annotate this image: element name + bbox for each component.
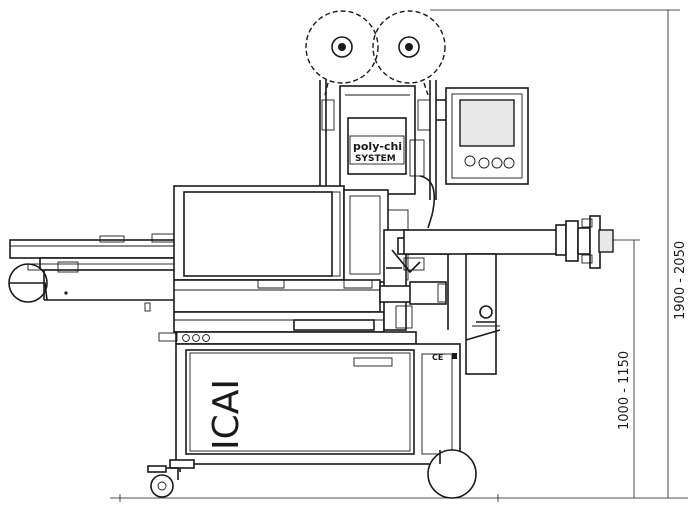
floor-ticks (119, 494, 499, 502)
outfeed-tube (403, 215, 614, 269)
control-panel (436, 87, 529, 185)
brand-label: ICAI (206, 379, 247, 450)
film-reel-left (305, 10, 379, 96)
right-support-column (465, 253, 501, 375)
logo-text-line1: poly-chi (353, 140, 402, 153)
logo-text-line2: SYSTEM (355, 154, 396, 164)
control-strip (158, 331, 417, 345)
castor-wheel (147, 465, 179, 498)
main-body (173, 185, 409, 333)
table-height-label: 1000 - 1150 (617, 351, 632, 430)
total-height-label: 1900 - 2050 (673, 241, 688, 320)
ce-mark: CE (432, 353, 443, 362)
dimension-lines (110, 9, 688, 499)
lower-cabinet (175, 343, 461, 465)
big-wheel (427, 449, 477, 499)
film-reel-right (372, 10, 446, 96)
upper-tower (319, 80, 437, 229)
logo-panel: poly-chi SYSTEM (349, 135, 405, 165)
infeed-conveyor (8, 233, 181, 312)
